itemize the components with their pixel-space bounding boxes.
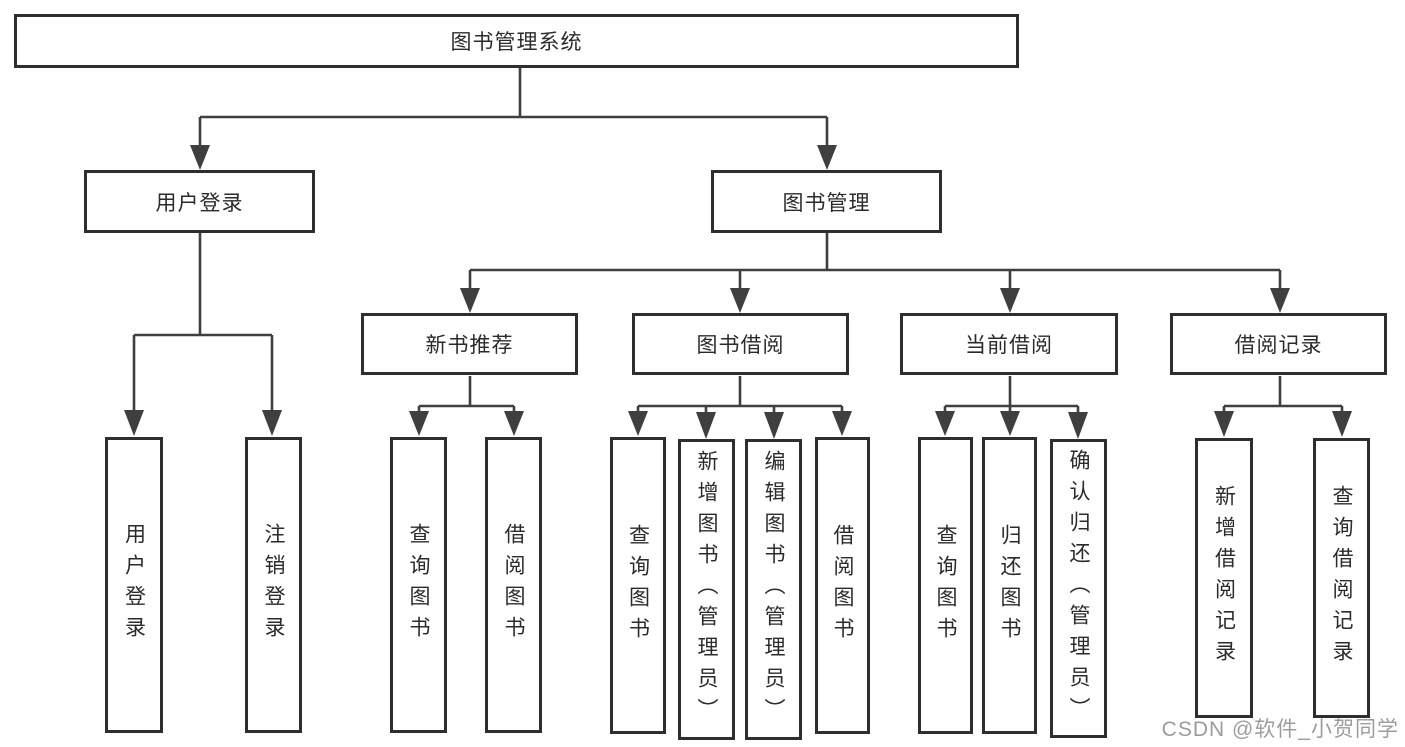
node-borrow-records: 借阅记录 xyxy=(1170,313,1387,375)
node-label: 查询图书 xyxy=(407,523,430,647)
node-label: 确认归还（管理员） xyxy=(1067,449,1090,728)
node-label: 编辑图书（管理员） xyxy=(762,450,785,729)
node-label: 图书借阅 xyxy=(696,334,785,357)
leaf-query-books-current: 查询图书 xyxy=(918,437,973,734)
node-label: 图书管理 xyxy=(782,191,871,215)
node-book-borrow: 图书借阅 xyxy=(632,313,849,375)
node-label: 归还图书 xyxy=(998,523,1021,648)
leaf-borrow-books-recommend: 借阅图书 xyxy=(485,437,542,733)
node-book-management: 图书管理 xyxy=(711,170,942,233)
node-label: 查询借阅记录 xyxy=(1330,485,1353,671)
node-label: 图书管理系统 xyxy=(450,31,583,54)
leaf-borrow-books: 借阅图书 xyxy=(815,437,870,734)
leaf-confirm-return-admin: 确认归还（管理员） xyxy=(1050,439,1107,738)
node-book-management-system: 图书管理系统 xyxy=(14,14,1019,68)
node-label: 新书推荐 xyxy=(425,334,514,357)
node-new-book-recommend: 新书推荐 xyxy=(361,313,578,375)
node-label: 查询图书 xyxy=(626,523,650,648)
leaf-user-login: 用户登录 xyxy=(105,437,163,733)
watermark: CSDN @软件_小贺同学 xyxy=(1161,718,1399,741)
leaf-query-borrow-record: 查询借阅记录 xyxy=(1313,438,1370,718)
node-label: 新增借阅记录 xyxy=(1212,485,1236,671)
node-label: 借阅记录 xyxy=(1234,334,1323,357)
node-label: 当前借阅 xyxy=(965,334,1053,357)
leaf-query-books-borrow: 查询图书 xyxy=(610,437,666,734)
node-label: 借阅图书 xyxy=(831,523,854,648)
node-label: 查询图书 xyxy=(934,523,957,648)
leaf-edit-book-admin: 编辑图书（管理员） xyxy=(745,439,802,740)
node-current-borrow: 当前借阅 xyxy=(900,313,1118,375)
node-label: 用户登录 xyxy=(122,523,146,647)
leaf-add-borrow-record: 新增借阅记录 xyxy=(1195,438,1253,718)
node-label: 借阅图书 xyxy=(502,523,525,647)
leaf-logout: 注销登录 xyxy=(245,437,302,733)
node-label: 注销登录 xyxy=(262,523,285,647)
leaf-add-book-admin: 新增图书（管理员） xyxy=(678,439,735,740)
leaf-return-book: 归还图书 xyxy=(982,437,1037,734)
node-user-login: 用户登录 xyxy=(84,170,315,233)
leaf-query-books-recommend: 查询图书 xyxy=(390,437,447,733)
node-label: 用户登录 xyxy=(155,191,244,215)
node-label: 新增图书（管理员） xyxy=(695,450,718,729)
